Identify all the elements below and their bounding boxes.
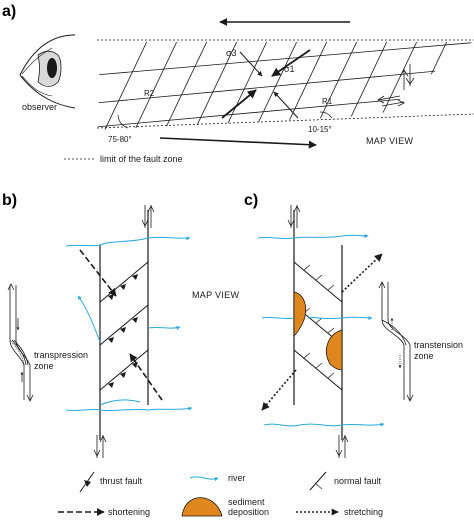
transtension-label: transtension (414, 340, 463, 350)
legend: thrust fault river normal fault shorteni… (58, 471, 383, 517)
legend-sediment-label-1: sediment (228, 497, 265, 507)
legend-thrust-fault-symbol (79, 471, 95, 493)
legend-river-label: river (228, 473, 246, 483)
legend-thrust-fault-label: thrust fault (100, 476, 143, 486)
fault-zone-limit-label: limit of the fault zone (100, 154, 183, 164)
stress-arrows (221, 49, 311, 119)
panel-a: a) σ (2, 3, 474, 164)
transtension-zone-label: zone (414, 351, 434, 361)
sigma3-arrow-lower (273, 91, 299, 119)
panel-c-letter: c) (244, 192, 258, 209)
transpression-inset (7, 283, 34, 402)
sigma1-label: σ1 (284, 64, 295, 74)
panel-b-map-view-label: MAP VIEW (192, 290, 239, 300)
panel-c: c) (244, 192, 463, 458)
c-stretching-arrow-lower (261, 369, 297, 411)
legend-normal-fault-symbol (309, 471, 327, 491)
c-sediment-upper (293, 291, 307, 337)
transpression-zone-label: zone (34, 361, 54, 371)
sense-symbols (377, 64, 415, 107)
r2-angle-arc (117, 114, 129, 129)
b-shortening-arrow-upper (79, 249, 117, 297)
sigma1-arrow-lower (221, 89, 257, 119)
panel-b: b) (2, 192, 239, 458)
r1-label: R1 (322, 97, 333, 106)
legend-sediment-symbol (181, 497, 223, 517)
b-thrust-faults (99, 261, 149, 391)
angle-r1-label: 10-15° (308, 125, 332, 134)
legend-shortening-label: shortening (108, 507, 150, 517)
fault-zone-lower-limit (96, 113, 474, 129)
b-rivers (65, 236, 193, 412)
r2-label: R2 (144, 89, 155, 98)
c-sediment-lower (326, 329, 343, 371)
c-stretching-arrow-upper (341, 253, 383, 293)
legend-stretching-label: stretching (344, 507, 383, 517)
observer-label: observer (22, 102, 57, 112)
panel-a-map-view-label: MAP VIEW (366, 136, 413, 146)
sigma3-label: σ3 (226, 48, 237, 58)
sigma3-arrow-upper (239, 51, 263, 77)
lower-shear-arrow (159, 137, 317, 149)
b-shortening-arrow-lower (129, 353, 163, 401)
r1-angle-arc (319, 111, 333, 119)
sigma1-arrow-upper (271, 49, 311, 77)
panel-b-letter: b) (2, 192, 17, 209)
observer-eye-icon (19, 34, 76, 109)
angle-r2-label: 75-80° (108, 135, 132, 144)
legend-sediment-label-2: deposition (228, 507, 269, 517)
panel-a-letter: a) (2, 3, 16, 20)
legend-river-symbol (189, 476, 219, 482)
b-sense-symbols (93, 205, 155, 458)
riedel-fractures (98, 42, 472, 130)
transpression-label: transpression (34, 350, 88, 360)
legend-normal-fault-label: normal fault (334, 476, 382, 486)
c-sense-symbols (287, 205, 349, 458)
c-normal-ticks (303, 264, 335, 379)
c-rivers (257, 233, 385, 427)
transtension-inset (378, 281, 414, 402)
